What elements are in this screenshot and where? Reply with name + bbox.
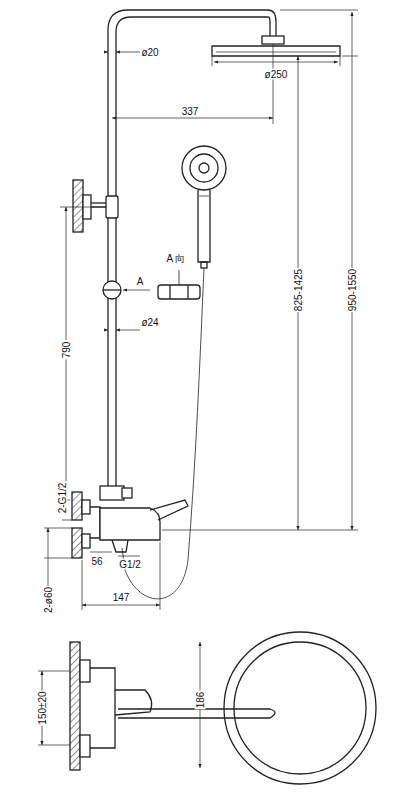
dimension-label: 950-1550: [347, 268, 358, 312]
dimension-label: 147: [112, 592, 131, 603]
dimension-label: 790: [61, 341, 72, 360]
dimension-label: 56: [90, 556, 103, 567]
dimension-label: 186: [195, 691, 206, 710]
dimension-label: ø250: [264, 69, 289, 80]
dimension-label: ø24: [140, 317, 159, 328]
dimension-label: 2-G1/2: [57, 482, 68, 515]
dimension-label: ø20: [140, 47, 159, 58]
dimension-label: A: [136, 276, 145, 287]
dimension-label: 150±20: [37, 690, 48, 725]
dimension-label: 2-ø60: [43, 586, 54, 614]
dimension-label: 337: [181, 106, 200, 117]
dimension-label: G1/2: [118, 559, 142, 570]
dimension-label: 825-1425: [293, 268, 304, 312]
dimension-label: A 向: [166, 253, 187, 264]
